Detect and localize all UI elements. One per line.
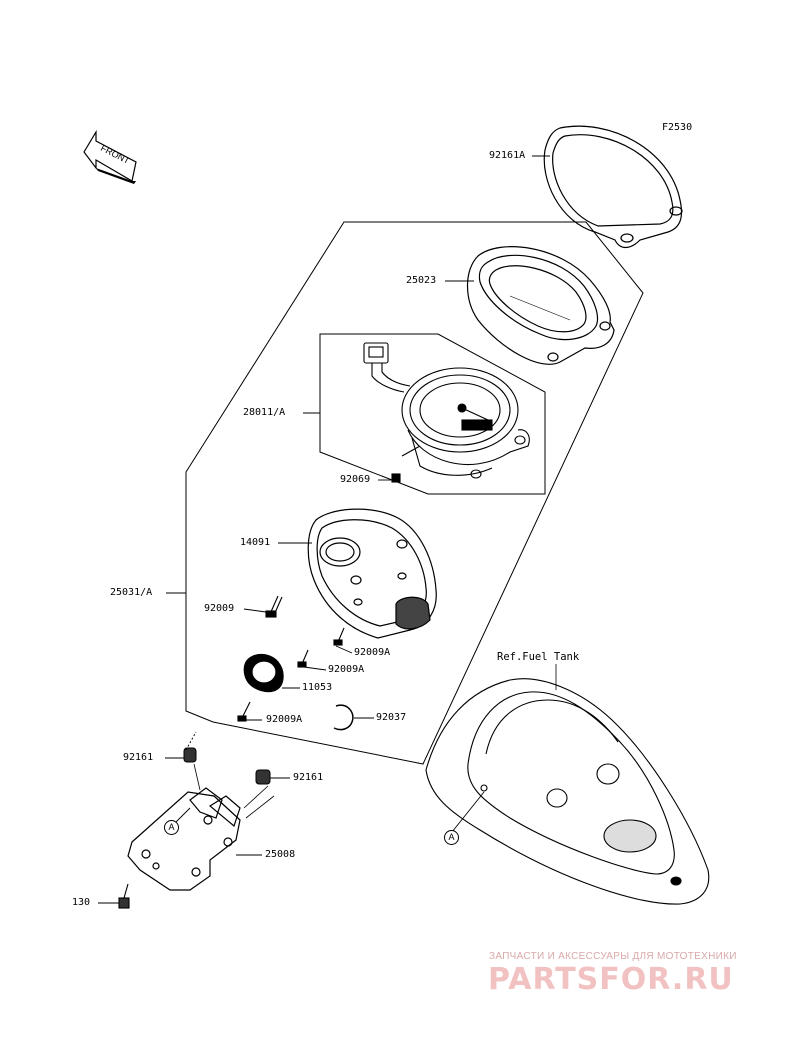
callout-a-tank: A bbox=[444, 830, 459, 845]
screw-92009 bbox=[265, 595, 283, 618]
watermark-logo: PARTSFOR.RU bbox=[488, 962, 734, 997]
grommet-92161-right bbox=[255, 769, 271, 785]
screw-92009a-lower bbox=[237, 701, 251, 722]
screw-92009a-middle bbox=[297, 649, 309, 668]
front-arrow-icon bbox=[83, 129, 137, 184]
part-label-28011a[interactable]: 28011/A bbox=[243, 407, 286, 418]
meter-boundary-outline bbox=[319, 333, 546, 495]
part-label-92161a[interactable]: 92161A bbox=[489, 150, 526, 161]
leader-lines bbox=[98, 155, 550, 904]
ring-11053 bbox=[243, 653, 284, 693]
part-label-92069[interactable]: 92069 bbox=[340, 474, 371, 485]
bolt-130 bbox=[118, 883, 130, 909]
screw-92009a-upper bbox=[333, 627, 345, 646]
part-label-92037[interactable]: 92037 bbox=[376, 712, 407, 723]
meter-housing-14091 bbox=[307, 508, 437, 639]
speedometer-28011a bbox=[363, 342, 530, 483]
part-label-25031a[interactable]: 25031/A bbox=[110, 587, 153, 598]
part-label-14091[interactable]: 14091 bbox=[240, 537, 271, 548]
meter-cover-25023 bbox=[467, 246, 615, 365]
clip-92037 bbox=[333, 704, 354, 731]
part-label-92161-right[interactable]: 92161 bbox=[293, 772, 324, 783]
assembly-boundary-outline bbox=[185, 221, 644, 765]
part-label-25023[interactable]: 25023 bbox=[406, 275, 437, 286]
reference-fuel-tank-label: Ref.Fuel Tank bbox=[497, 651, 580, 663]
part-label-92009[interactable]: 92009 bbox=[204, 603, 235, 614]
part-label-25008[interactable]: 25008 bbox=[265, 849, 296, 860]
part-label-11053[interactable]: 11053 bbox=[302, 682, 333, 693]
fuel-tank-reference bbox=[425, 664, 710, 905]
watermark-tagline: ЗАПЧАСТИ И АКСЕССУАРЫ ДЛЯ МОТОТЕХНИКИ bbox=[489, 951, 737, 962]
part-label-92009a-middle[interactable]: 92009A bbox=[328, 664, 365, 675]
callout-a-bracket: A bbox=[164, 820, 179, 835]
grommet-92161-left bbox=[183, 747, 197, 763]
part-label-130[interactable]: 130 bbox=[72, 897, 91, 908]
part-label-92161-left[interactable]: 92161 bbox=[123, 752, 154, 763]
part-label-92009a-upper[interactable]: 92009A bbox=[354, 647, 391, 658]
gasket-ring-92161a bbox=[543, 125, 683, 249]
bracket-25008 bbox=[127, 763, 275, 891]
part-label-92009a-lower[interactable]: 92009A bbox=[266, 714, 303, 725]
figure-code: F2530 bbox=[662, 122, 693, 133]
